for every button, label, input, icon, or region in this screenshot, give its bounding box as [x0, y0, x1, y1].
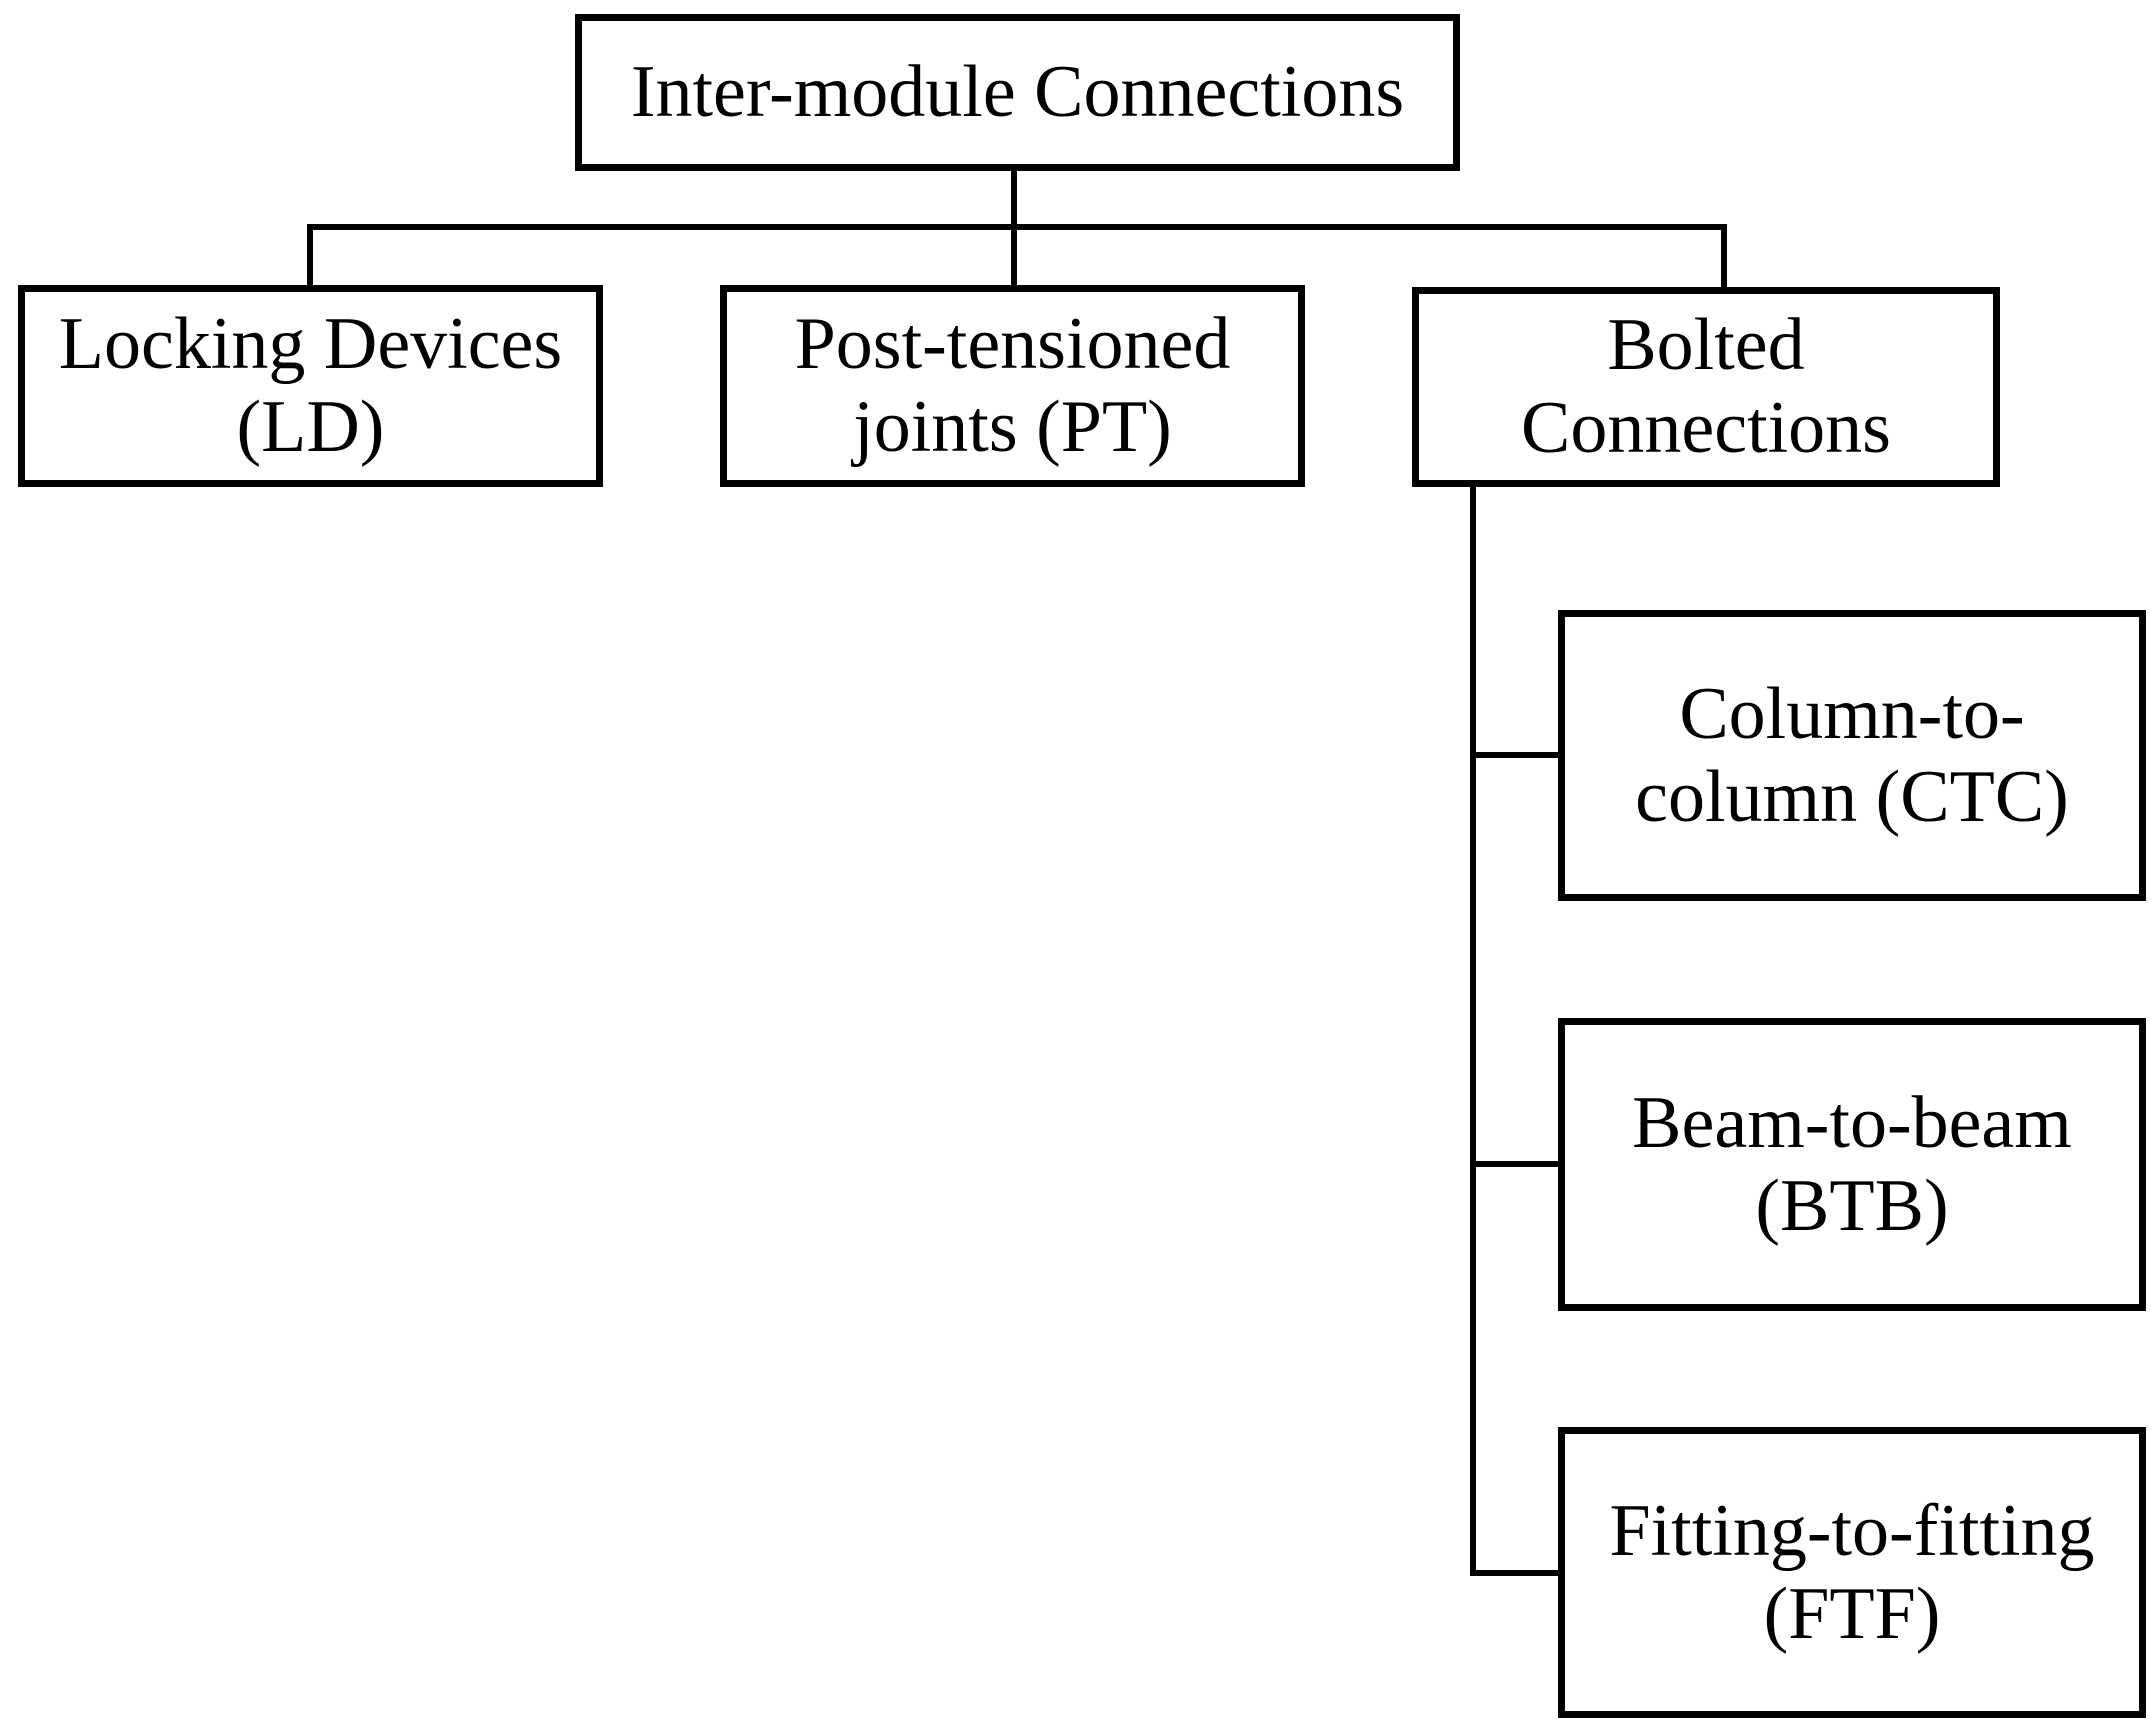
node-beam-to-beam-label: Beam-to-beam (BTB) [1632, 1081, 2072, 1247]
node-post-tensioned-joints-label: Post-tensioned joints (PT) [794, 303, 1231, 468]
connector-drop-bolted [1721, 224, 1727, 287]
connector-stub-fitting-to-fitting [1470, 1570, 1562, 1576]
node-column-to-column: Column-to- column (CTC) [1558, 610, 2146, 901]
node-bolted-connections-label: Bolted Connections [1521, 304, 1891, 469]
node-beam-to-beam: Beam-to-beam (BTB) [1558, 1018, 2146, 1311]
node-fitting-to-fitting: Fitting-to-fitting (FTF) [1558, 1427, 2146, 1718]
connector-stub-beam-to-beam [1470, 1161, 1562, 1167]
connector-bolted-trunk [1470, 485, 1476, 1576]
connector-horizontal-rail [307, 224, 1727, 230]
node-locking-devices: Locking Devices (LD) [18, 285, 603, 487]
node-fitting-to-fitting-label: Fitting-to-fitting (FTF) [1609, 1489, 2095, 1655]
node-locking-devices-label: Locking Devices (LD) [58, 303, 563, 468]
node-column-to-column-label: Column-to- column (CTC) [1635, 672, 2069, 838]
connector-drop-locking-devices [307, 224, 313, 285]
connector-stub-column-to-column [1470, 752, 1562, 758]
node-post-tensioned-joints: Post-tensioned joints (PT) [720, 285, 1305, 487]
node-bolted-connections: Bolted Connections [1412, 287, 2000, 487]
node-inter-module-connections-label: Inter-module Connections [630, 51, 1405, 134]
node-inter-module-connections: Inter-module Connections [575, 14, 1460, 171]
